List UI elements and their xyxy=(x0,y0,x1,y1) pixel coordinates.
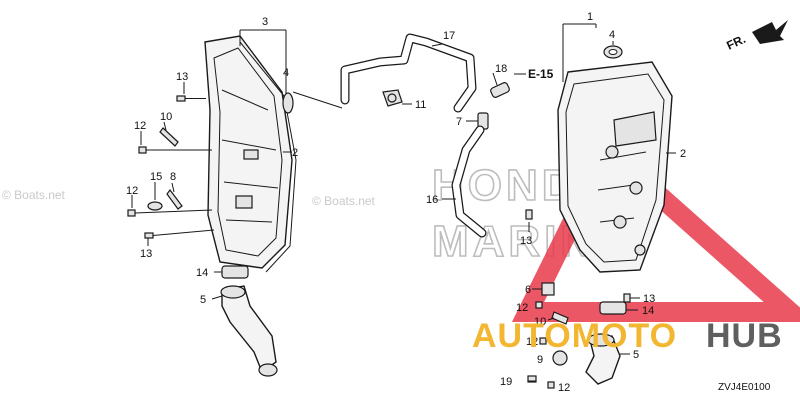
clip-10 xyxy=(551,311,569,325)
arrow-right-icon xyxy=(752,20,788,44)
bolt-icon xyxy=(535,301,555,389)
bolt-icon xyxy=(525,209,533,220)
leader-lines xyxy=(131,23,676,382)
bolt-icon xyxy=(176,95,206,102)
reference-marker: E-15 xyxy=(514,67,554,81)
callout-1: 1 xyxy=(587,11,593,23)
direction-label: FR. xyxy=(724,32,747,53)
joint-18 xyxy=(490,82,510,98)
left-outlet-hose xyxy=(220,285,278,377)
bolt-19 xyxy=(527,375,537,383)
clamp-9 xyxy=(552,350,568,366)
clip-icon xyxy=(147,127,183,211)
brand-logo-secondary: HUB xyxy=(706,317,783,355)
callout-7: 7 xyxy=(456,116,462,128)
left-case-cover xyxy=(204,35,297,273)
left-band-clamp xyxy=(221,265,249,279)
callout-12: 12 xyxy=(126,185,138,197)
right-case-cover xyxy=(557,61,673,273)
reference-label: E-15 xyxy=(528,67,554,81)
callout-8: 8 xyxy=(170,171,176,183)
callout-3: 3 xyxy=(262,16,268,28)
callout-12: 12 xyxy=(526,336,538,348)
callout-17: 17 xyxy=(443,30,455,42)
callout-10: 10 xyxy=(160,111,172,123)
hose-clip-11 xyxy=(382,89,403,107)
callout-18: 18 xyxy=(495,63,507,75)
watermark-boats-right: © Boats.net xyxy=(312,194,376,208)
callout-10: 10 xyxy=(534,316,546,328)
callout-6: 6 xyxy=(525,284,531,296)
callout-9: 9 xyxy=(537,354,543,366)
callout-2: 2 xyxy=(292,147,298,159)
callout-5: 5 xyxy=(633,349,639,361)
bolt-icon xyxy=(127,209,213,217)
bolt-icon xyxy=(623,293,631,303)
callout-11: 11 xyxy=(415,99,426,111)
callout-12: 12 xyxy=(558,382,570,394)
callout-16: 16 xyxy=(426,194,438,206)
breather-hose-16 xyxy=(451,125,487,238)
callout-13: 13 xyxy=(520,235,532,247)
brand-logo-primary: AUTOMOTO xyxy=(472,317,677,355)
diagram-code: ZVJ4E0100 xyxy=(718,382,771,393)
right-grommet xyxy=(603,45,623,59)
brand-logo: AUTOMOTO HUB xyxy=(472,317,783,355)
bolt-icon xyxy=(138,146,212,154)
brand-triangle-icon xyxy=(511,133,800,322)
callout-2: 2 xyxy=(680,148,686,160)
callout-13: 13 xyxy=(176,71,188,83)
callout-15: 15 xyxy=(150,171,162,183)
front-direction-indicator: FR. xyxy=(724,20,788,53)
breather-hose-17 xyxy=(340,33,477,113)
callout-13: 13 xyxy=(643,293,655,305)
callout-labels: 3 4 13 10 12 2 15 8 12 13 14 5 17 18 11 … xyxy=(126,11,686,394)
callout-12: 12 xyxy=(134,120,146,132)
callout-19: 19 xyxy=(500,376,512,388)
callout-14: 14 xyxy=(196,267,208,279)
callout-12: 12 xyxy=(516,302,528,314)
callout-4: 4 xyxy=(609,29,615,41)
callout-5: 5 xyxy=(200,294,206,306)
callout-13: 13 xyxy=(140,248,152,260)
callout-4: 4 xyxy=(283,67,289,79)
watermark-boats-left: © Boats.net xyxy=(2,188,66,202)
right-band-clamp xyxy=(599,301,627,315)
callout-14: 14 xyxy=(642,305,654,317)
bracket-6 xyxy=(541,282,555,296)
bolt-icon xyxy=(144,229,215,239)
left-grommet xyxy=(282,92,294,114)
right-outlet-hose xyxy=(585,333,621,385)
